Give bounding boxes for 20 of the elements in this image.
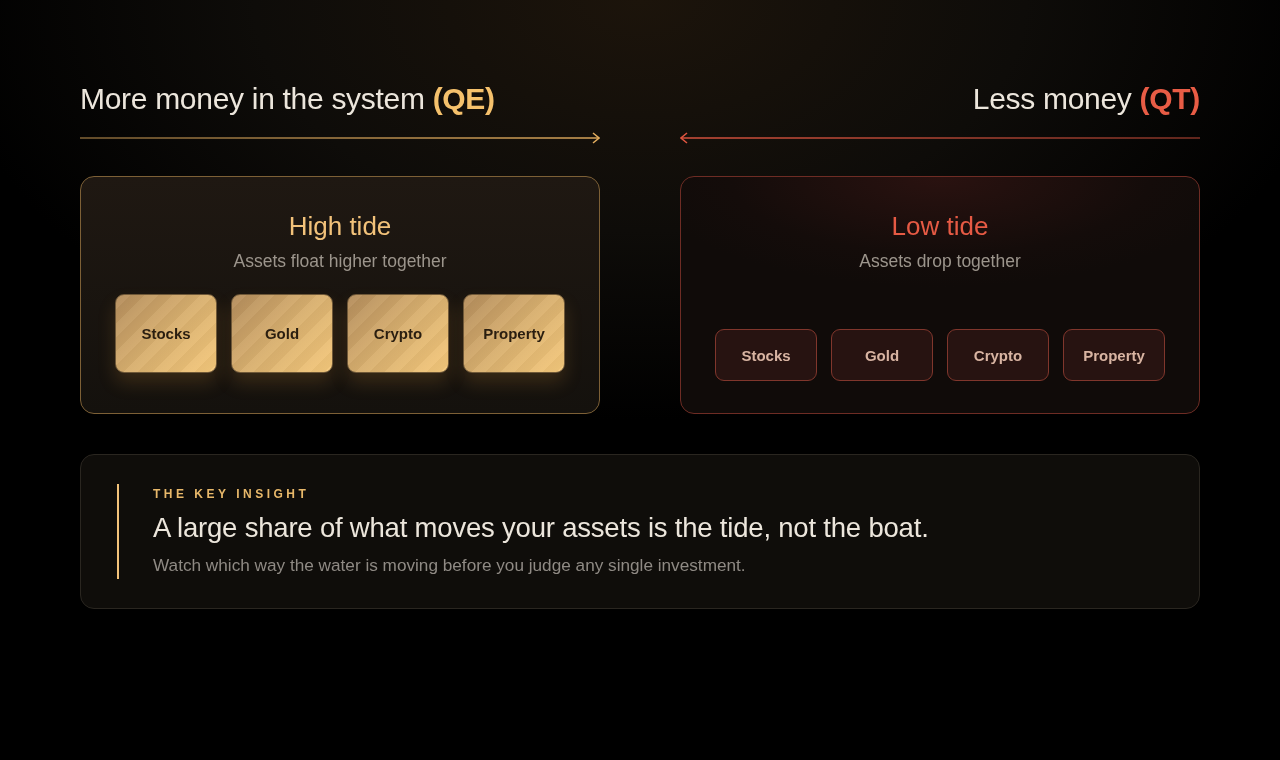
panel-title: High tide	[288, 211, 392, 242]
heading: More money in the system (QE)	[80, 82, 495, 116]
panel-title: Low tide	[891, 211, 989, 242]
panel-subtitle: Assets drop together	[859, 251, 1021, 272]
tide-panel	[680, 176, 1200, 414]
asset-card: Property	[463, 294, 565, 373]
asset-card: Crypto	[947, 329, 1049, 381]
asset-card: Crypto	[347, 294, 449, 373]
asset-card: Stocks	[115, 294, 217, 373]
tide-panel	[80, 176, 600, 414]
insight-panel	[80, 454, 1200, 609]
insight-note: Watch which way the water is moving before you judge any single investment.	[153, 555, 746, 576]
heading: Less money (QT)	[972, 82, 1200, 116]
asset-card: Stocks	[715, 329, 817, 381]
asset-card: Gold	[231, 294, 333, 373]
asset-card: Property	[1063, 329, 1165, 381]
asset-card: Gold	[831, 329, 933, 381]
panel-subtitle: Assets float higher together	[233, 251, 447, 272]
insight-headline: A large share of what moves your assets is the tide, not the boat.	[153, 512, 929, 544]
section-eyebrow: THE KEY INSIGHT	[153, 487, 310, 501]
